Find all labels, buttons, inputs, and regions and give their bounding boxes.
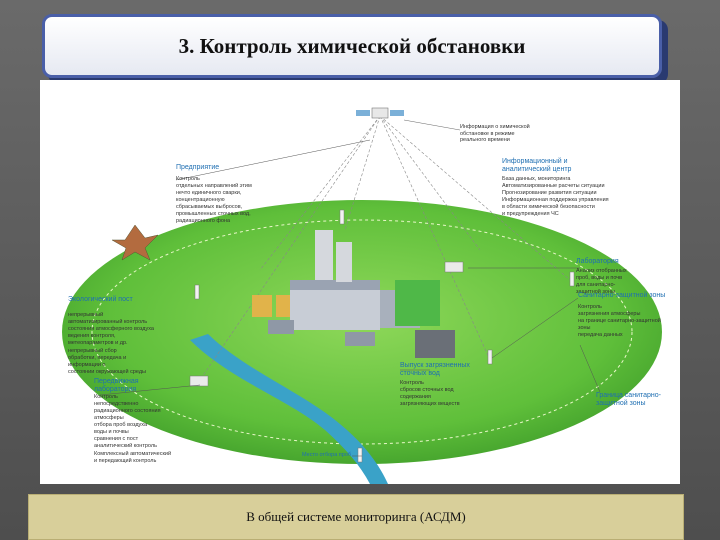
- eco-post-line: непрерывный: [68, 312, 104, 318]
- caption-box: В общей системе мониторинга (АСДМ): [28, 494, 684, 540]
- sewage-line: Контроль: [400, 380, 424, 386]
- signal-lines: [199, 115, 571, 381]
- enterprise-title: Предприятие: [176, 164, 220, 171]
- eco-post-line: метеопараметров и др.: [68, 340, 128, 346]
- sampling-label: Место отбора проб: [302, 452, 352, 458]
- sewage-line: загрязняющих веществ: [400, 401, 460, 407]
- enterprise-line: радиационного фона: [176, 218, 231, 224]
- mobile-lab-title: Передвижная лаборатория: [94, 378, 139, 393]
- enterprise-line: Контроль: [176, 176, 200, 182]
- zone-border-label: Граница санитарно-защитной зоны: [596, 392, 661, 407]
- eco-post-line: автоматизированный контроль: [68, 319, 148, 325]
- szz-monitor-line: загрязнения атмосферы: [578, 311, 641, 317]
- satellite: [356, 107, 404, 119]
- callout-lines: [99, 139, 601, 457]
- satellite-note: Информация о химической обстановке в реж…: [460, 124, 530, 143]
- diagram-graphics: [62, 107, 662, 484]
- info-center-line: Прогнозирование развития ситуации: [502, 190, 597, 196]
- enterprise-line: концентрационную: [176, 197, 225, 203]
- mobile-lab-line: атмосферы: [94, 415, 124, 421]
- sewage-line: содержания: [400, 394, 431, 400]
- mobile-lab-line: Контроль: [94, 394, 118, 400]
- wind-rose: [111, 224, 159, 261]
- mobile-lab-line: воды и почвы: [94, 429, 129, 435]
- enterprise-line: сбрасываемых выбросов,: [176, 204, 243, 210]
- river: [190, 334, 388, 484]
- sewage-line: сбросов сточных вод: [400, 387, 454, 393]
- enterprise-line: нечто единичного сварки,: [176, 190, 242, 196]
- eco-post-line: ведения контроля,: [68, 333, 116, 339]
- mobile-lab-line: аналитический контроль: [94, 443, 157, 449]
- enterprise-line: отдельных направлений этим: [176, 183, 252, 189]
- eco-post-note-line: непрерывный сбор: [68, 348, 117, 354]
- sewage-title: Выпуск загрязненных сточных вод: [400, 362, 470, 377]
- sensor-posts: [194, 209, 575, 463]
- mobile-lab-line: радиационного состояния: [94, 408, 161, 414]
- eco-post-note-line: состоянии окружающей среды: [68, 369, 146, 375]
- plant-buildings: [252, 230, 455, 358]
- monitoring-diagram: Информация о химической обстановке в реж…: [40, 80, 680, 484]
- info-center-line: Автоматизированные расчеты ситуации: [502, 183, 605, 189]
- info-center-line: в области химической безопасности: [502, 204, 595, 210]
- szz-monitor-line: передача данных: [578, 332, 623, 338]
- info-center-line: Информационная поддержка управления: [502, 197, 609, 203]
- eco-post-line: состояния атмосферного воздуха: [68, 326, 154, 332]
- info-center-title: Информационный и аналитический центр: [502, 158, 572, 173]
- info-center-line: и предупреждения ЧС: [502, 211, 559, 217]
- mobile-lab-line: отбора проб воздуха: [94, 422, 148, 428]
- mobile-lab-line: непосредственно: [94, 401, 139, 407]
- laboratory-title: Лаборатория: [576, 258, 619, 265]
- slide-title: 3. Контроль химической обстановки: [178, 33, 526, 58]
- mobile-lab-line: сравнения с пост: [94, 436, 139, 442]
- eco-post-title: Экологический пост: [68, 296, 133, 303]
- szz-monitor-title: Санитарно-защитной зоны: [578, 292, 666, 299]
- laboratory-line: проб, воды и почв: [576, 275, 623, 281]
- mobile-lab-note-line: и передающий контроль: [94, 458, 157, 464]
- laboratory-line: защитной зоны: [576, 289, 615, 295]
- szz-monitor-line: на границе санитарно-защитной зоны: [578, 318, 661, 331]
- slide-caption: В общей системе мониторинга (АСДМ): [246, 509, 466, 524]
- laboratory-line: для санитарно-: [576, 282, 616, 288]
- mobile-lab-note-line: Комплексный автоматический: [94, 451, 172, 457]
- eco-post-note-line: информации о: [68, 362, 106, 368]
- laboratory-line: Анализ отобранных: [576, 268, 627, 274]
- title-box: 3. Контроль химической обстановки: [42, 14, 662, 78]
- vehicles: [189, 261, 464, 387]
- info-center-line: База данных, мониторинга: [502, 176, 571, 182]
- zone-boundary: [91, 219, 633, 445]
- enterprise-line: промышленных сточных вод,: [176, 211, 251, 217]
- szz-monitor-line: Контроль: [578, 304, 602, 310]
- eco-post-note-line: обработки, передача и: [68, 355, 127, 361]
